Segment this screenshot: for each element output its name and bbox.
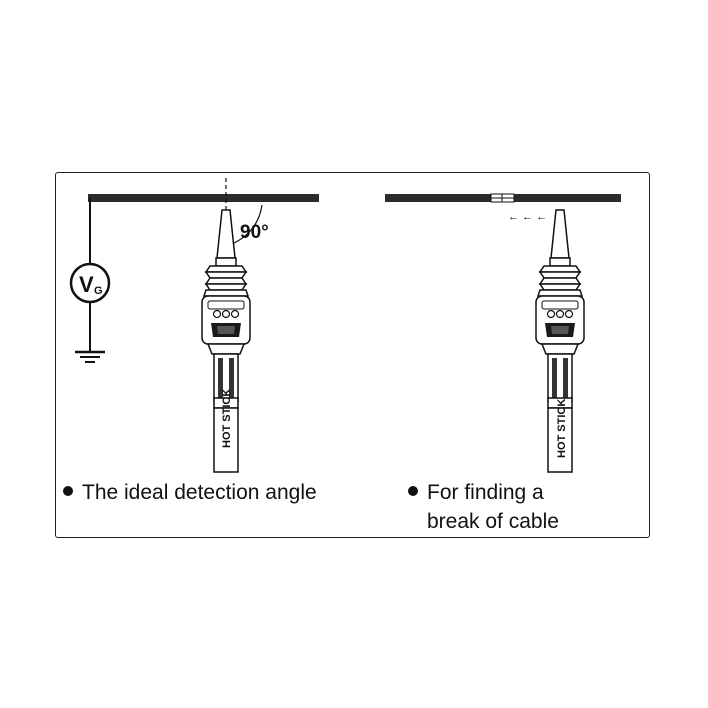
angle-label: 90°	[240, 222, 269, 243]
caption-right-line2: break of cable	[427, 510, 559, 533]
caption-left: The ideal detection angle	[63, 478, 317, 507]
left-diagram	[69, 178, 319, 473]
cable-right-segment	[514, 194, 621, 202]
hot-stick-label-left: HOT STICK	[221, 389, 233, 448]
overhead-cable	[88, 194, 319, 202]
voltage-subscript: G	[94, 285, 103, 297]
ground-symbol-icon	[75, 350, 105, 363]
cable-break-gap	[490, 193, 515, 203]
right-diagram	[385, 193, 621, 473]
caption-left-text: The ideal detection angle	[82, 481, 317, 504]
voltage-symbol: V	[79, 272, 94, 297]
move-direction-arrows: ← ← ←	[508, 211, 547, 223]
bullet-icon	[408, 486, 418, 497]
angle-arc	[231, 204, 263, 245]
cable-left-segment	[385, 194, 491, 202]
diagram-frame	[55, 172, 650, 538]
caption-right-line1: For finding a	[427, 481, 544, 504]
hot-stick-label-right: HOT STICK	[556, 399, 568, 458]
voltage-source-icon	[69, 262, 111, 304]
bullet-icon	[63, 486, 73, 497]
caption-right: For finding a break of cable	[408, 478, 559, 536]
